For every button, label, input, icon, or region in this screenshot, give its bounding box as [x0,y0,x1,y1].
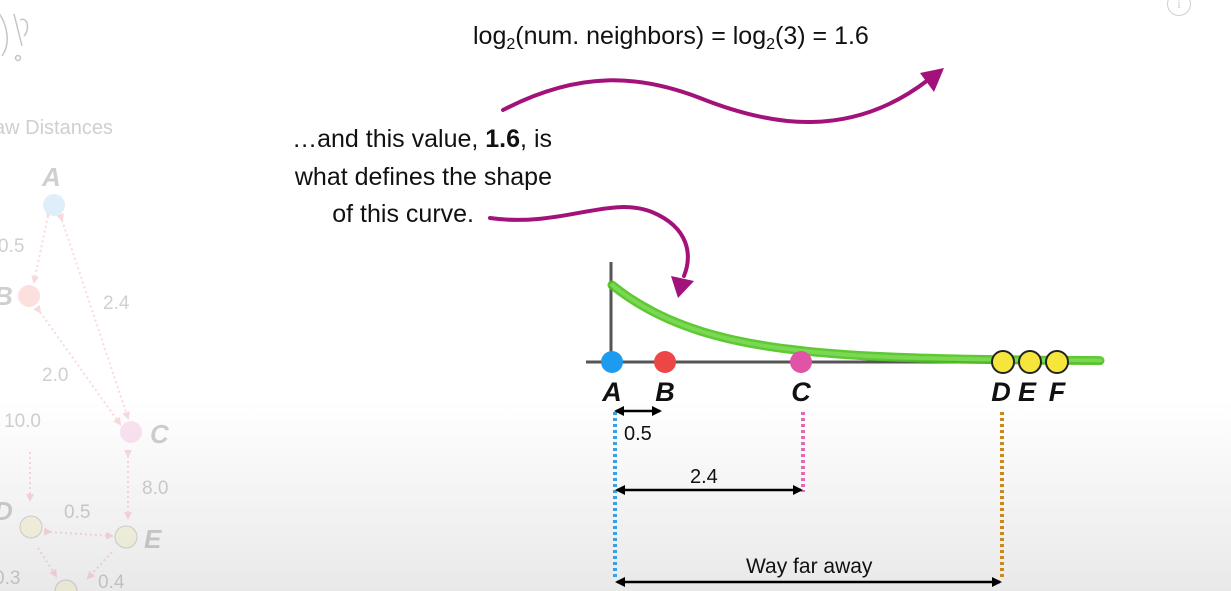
logo-scribble-icon [0,13,29,62]
node-b-label: B [0,281,13,311]
annotation-line-1: …and this value, 1.6, is [292,125,552,153]
point-label-d: D [991,377,1011,407]
raw-distances-graph: aw Distances A B C D E 0.5 2.4 2.0 10.0 … [0,13,170,591]
edge-d-low [37,547,58,578]
edge-a-c [56,213,130,420]
node-b [18,285,40,307]
node-a-label: A [41,162,61,192]
edge-b-d-label: 10.0 [4,411,41,432]
node-c [120,421,142,443]
point-label-f: F [1049,377,1067,407]
edge-e-low-label: 0.4 [98,572,125,591]
arrowhead-curve-icon [671,276,694,298]
distance-label-a-b: 0.5 [624,423,652,445]
point-label-c: C [791,377,811,407]
arrowhead-formula-icon [920,68,944,92]
node-d-label: D [0,496,13,526]
raw-distances-title: aw Distances [0,117,113,139]
node-a [43,194,65,216]
edge-d-e [43,527,114,540]
formula-text: log2(num. neighbors) = log2(3) = 1.6 [473,22,869,53]
edge-a-b-label: 0.5 [0,236,24,257]
point-a [601,351,623,373]
edge-a-b [31,209,54,284]
node-f [54,579,78,591]
edge-d-low-label: 0.3 [0,568,20,589]
node-c-label: C [150,419,170,449]
point-b [654,351,676,373]
distance-label-a-c: 2.4 [690,466,718,488]
node-e [114,525,138,549]
arrow-to-formula [501,68,944,124]
annotation-line-2: what defines the shape [294,163,552,191]
edge-a-c-label: 2.4 [103,293,130,314]
edge-e-low [86,551,113,580]
arrow-to-curve [488,205,694,298]
edge-b-c-label: 2.0 [42,365,68,386]
point-c [790,351,812,373]
distance-label-a-d: Way far away [746,555,873,578]
point-label-e: E [1018,377,1037,407]
edge-d-e-label: 0.5 [64,502,90,523]
point-label-b: B [655,377,675,407]
point-e [1018,350,1042,374]
node-d [19,515,43,539]
annotation-line-3: of this curve. [332,200,474,228]
point-f [1045,350,1069,374]
point-label-a: A [601,377,622,407]
edge-c-e-label: 8.0 [142,478,168,499]
point-d [991,350,1015,374]
node-e-label: E [144,524,162,554]
similarity-curve [607,280,1105,366]
